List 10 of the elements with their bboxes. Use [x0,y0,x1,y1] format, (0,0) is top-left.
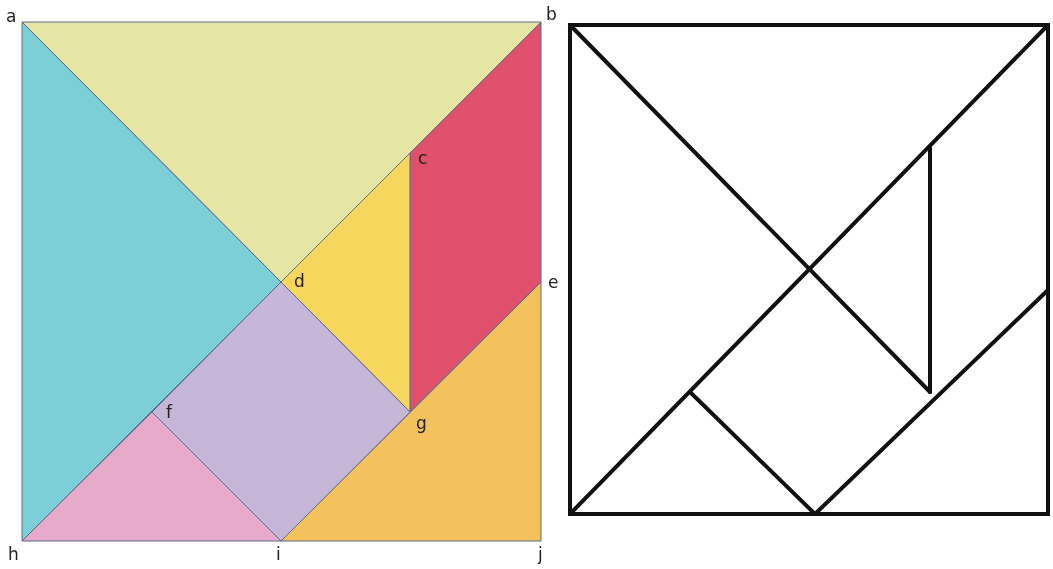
point-label: d [294,273,305,290]
point-label: i [276,546,281,563]
point-label: e [548,274,559,291]
point-label: b [546,6,557,23]
point-label: a [6,8,17,25]
point-label: c [418,150,428,167]
point-label: f [166,404,172,421]
point-label: h [8,546,19,563]
point-label: j [538,546,543,563]
point-label: g [416,415,427,432]
